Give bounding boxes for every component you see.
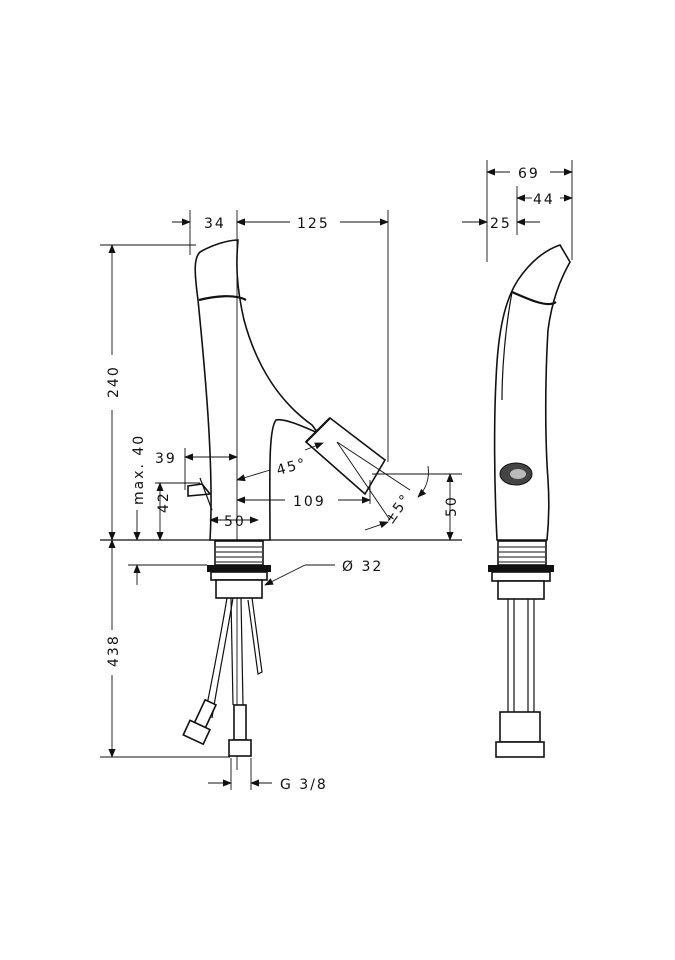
lever-joint: [198, 295, 247, 302]
dim-diameter-32: Ø 32: [342, 559, 383, 575]
dim-39: 39: [155, 451, 177, 467]
dim-109: 109: [293, 494, 326, 510]
dim-plus-minus-5-deg: ±5°: [382, 491, 414, 528]
side-view: 69 44 25: [462, 160, 573, 758]
dim-45-deg: 45°: [275, 455, 309, 478]
dim-50-base: 50: [224, 514, 246, 530]
front-view: 34 125 240 max. 40 39 42 50 45° 109 ±5° …: [100, 210, 462, 793]
mounting-washer: [207, 565, 271, 572]
faucet-body: [194, 239, 321, 541]
supply-hoses-side: [507, 599, 535, 712]
pop-up-lever: [187, 483, 212, 497]
dim-50-height: 50: [444, 495, 460, 517]
hose-fittings-side: [495, 741, 545, 758]
dim-69: 69: [518, 166, 540, 182]
mounting-shank: [214, 540, 264, 566]
dim-125: 125: [297, 216, 330, 232]
supply-hose: [230, 597, 244, 706]
faucet-body-side: [493, 244, 571, 541]
dim-240: 240: [106, 365, 122, 398]
pop-up-rod: [247, 597, 263, 675]
dim-44: 44: [533, 192, 555, 208]
mounting-nut: [210, 571, 268, 581]
dim-438: 438: [106, 634, 122, 667]
hose-fitting: [228, 739, 252, 757]
dim-42: 42: [156, 491, 172, 513]
lever-joint-side: [511, 290, 557, 306]
hose-fitting-angled: [182, 719, 212, 746]
supply-hose-angled: [204, 597, 234, 719]
dim-25: 25: [490, 216, 512, 232]
dim-g-3-8: G 3/8: [280, 777, 328, 793]
dim-34: 34: [204, 216, 226, 232]
dim-max-40: max. 40: [131, 434, 147, 505]
